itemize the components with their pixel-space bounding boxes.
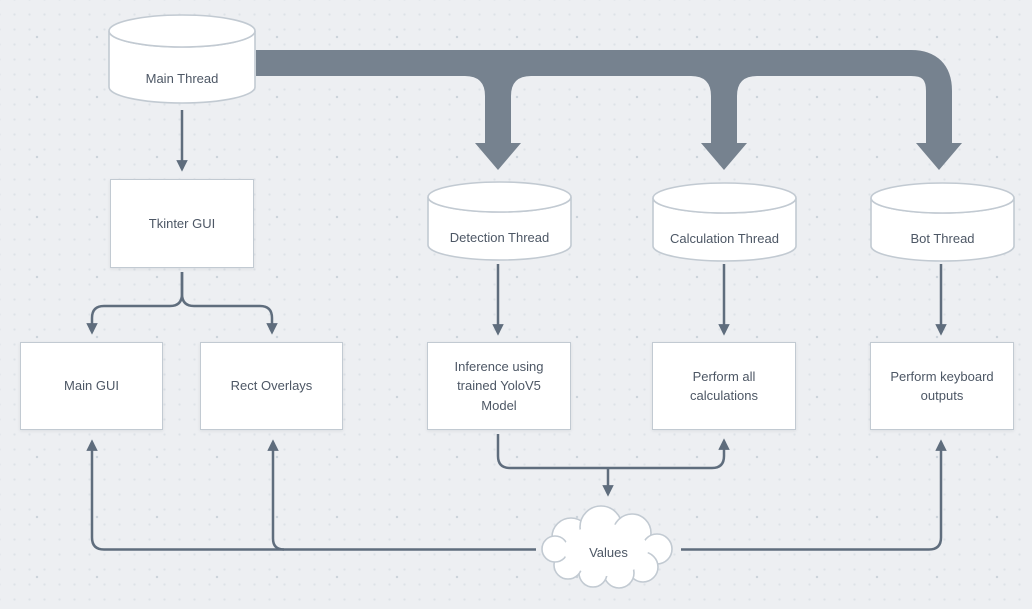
node-label: Tkinter GUI bbox=[148, 215, 216, 231]
node-label: Inference using trained YoloV5 Model bbox=[454, 358, 544, 413]
arrow-tkinter-to-main-gui bbox=[86, 272, 184, 335]
node-label: Rect Overlays bbox=[230, 378, 313, 394]
arrow-values-to-rect-overlays bbox=[267, 439, 285, 551]
cylinder-shape bbox=[108, 14, 256, 104]
node-label: Detection Thread bbox=[449, 229, 550, 245]
cylinder-shape bbox=[870, 182, 1015, 262]
node-main-gui[interactable]: Main GUI bbox=[20, 342, 163, 430]
node-calculations[interactable]: Perform all calculations bbox=[652, 342, 796, 430]
node-label: Perform keyboard outputs bbox=[890, 368, 994, 404]
cloud-shape bbox=[541, 505, 673, 589]
fat-arrowhead-detection bbox=[475, 143, 521, 170]
node-tkinter-gui[interactable]: Tkinter GUI bbox=[110, 179, 254, 268]
node-label: Main Thread bbox=[145, 71, 219, 87]
node-label: Perform all calculations bbox=[690, 368, 758, 404]
arrow-tkinter-to-rect-overlays bbox=[180, 272, 278, 335]
cylinder-shape bbox=[427, 181, 572, 261]
node-label: Main GUI bbox=[64, 378, 119, 394]
node-keyboard-outputs[interactable]: Perform keyboard outputs bbox=[870, 342, 1014, 430]
node-inference[interactable]: Inference using trained YoloV5 Model bbox=[427, 342, 571, 430]
node-rect-overlays[interactable]: Rect Overlays bbox=[200, 342, 343, 430]
node-label: Calculation Thread bbox=[670, 230, 779, 246]
fat-fillet bbox=[465, 76, 485, 96]
node-main-thread[interactable]: Main Thread bbox=[108, 14, 256, 104]
arrow-values-to-keyboard bbox=[681, 439, 947, 551]
node-bot-thread[interactable]: Bot Thread bbox=[870, 182, 1015, 262]
node-values-cloud[interactable]: Values bbox=[535, 503, 682, 595]
fat-fillet bbox=[691, 76, 711, 96]
fat-fillet bbox=[737, 76, 757, 96]
fat-arrowhead-bot bbox=[916, 143, 962, 170]
cylinder-shape bbox=[652, 182, 797, 262]
fat-arrow-main-to-bot-thread bbox=[256, 50, 952, 145]
node-label: Bot Thread bbox=[910, 230, 975, 246]
arrow-values-to-main-gui bbox=[86, 439, 536, 551]
node-label: Values bbox=[589, 545, 628, 561]
node-detection-thread[interactable]: Detection Thread bbox=[427, 181, 572, 261]
arrow-inference-to-calculations bbox=[496, 434, 730, 470]
fat-arrowhead-calculation bbox=[701, 143, 747, 170]
fat-fillet bbox=[511, 76, 531, 96]
node-calculation-thread[interactable]: Calculation Thread bbox=[652, 182, 797, 262]
